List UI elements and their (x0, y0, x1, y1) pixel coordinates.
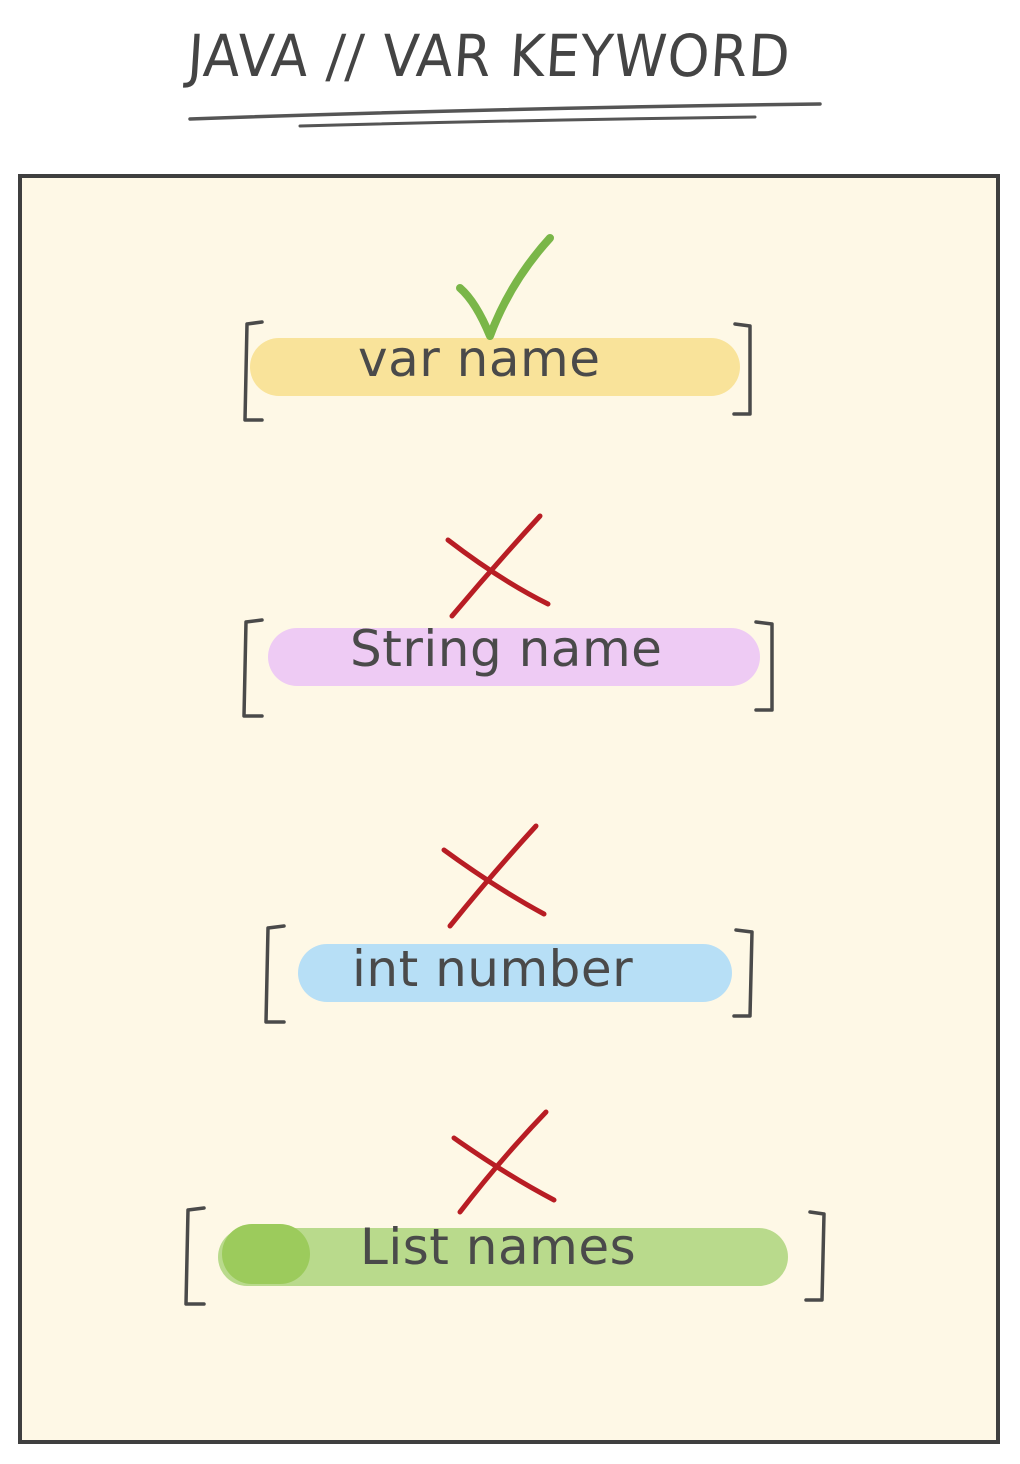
int-number-highlight (298, 944, 732, 1002)
list-names-highlight (218, 1228, 788, 1286)
list-names-label: List names (360, 1218, 637, 1276)
string-name-highlight (268, 628, 760, 686)
title-underline (188, 102, 822, 128)
string-name-label: String name (350, 620, 663, 678)
var-name-highlight (250, 338, 740, 396)
var-name-label: var name (358, 330, 601, 388)
title-area: JAVA // VAR KEYWORD (0, 0, 1020, 140)
list-names-highlight-accent (222, 1224, 310, 1284)
int-number-label: int number (352, 940, 634, 998)
